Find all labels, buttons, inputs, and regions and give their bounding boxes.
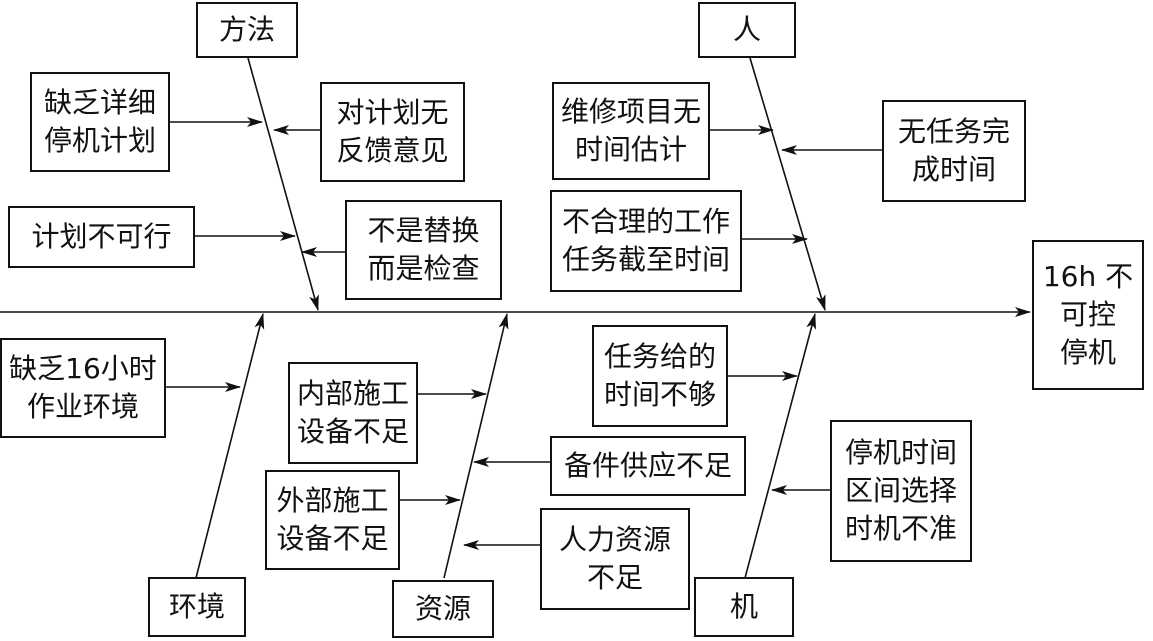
bone-machine <box>744 313 816 579</box>
cause-people-3: 不合理的工作 任务截至时间 <box>550 190 742 292</box>
cause-machine-1: 任务给的 时间不够 <box>592 325 728 427</box>
bone-environment <box>195 313 265 579</box>
cause-method-4: 不是替换 而是检查 <box>345 200 502 300</box>
cause-machine-2: 停机时间 区间选择 时机不准 <box>830 420 972 562</box>
cause-resources-3: 备件供应不足 <box>550 436 746 496</box>
category-machine: 机 <box>694 577 794 637</box>
cause-resources-2: 外部施工 设备不足 <box>265 470 400 570</box>
cause-resources-1: 内部施工 设备不足 <box>288 362 418 464</box>
category-people: 人 <box>698 2 796 58</box>
cause-method-2: 对计划无 反馈意见 <box>320 82 465 182</box>
cause-method-3: 计划不可行 <box>8 206 195 268</box>
effect-box: 16h 不 可控 停机 <box>1032 240 1144 390</box>
cause-people-1: 维修项目无 时间估计 <box>552 82 710 180</box>
category-resources: 资源 <box>392 580 494 638</box>
category-environment: 环境 <box>148 577 246 637</box>
bone-resources <box>443 313 509 579</box>
cause-resources-4: 人力资源 不足 <box>540 508 690 610</box>
bone-method <box>247 57 319 311</box>
category-method: 方法 <box>196 2 298 58</box>
cause-environment-1: 缺乏16小时 作业环境 <box>0 338 166 438</box>
cause-people-2: 无任务完 成时间 <box>882 100 1026 202</box>
bone-people <box>749 57 826 311</box>
cause-method-1: 缺乏详细 停机计划 <box>30 72 170 172</box>
